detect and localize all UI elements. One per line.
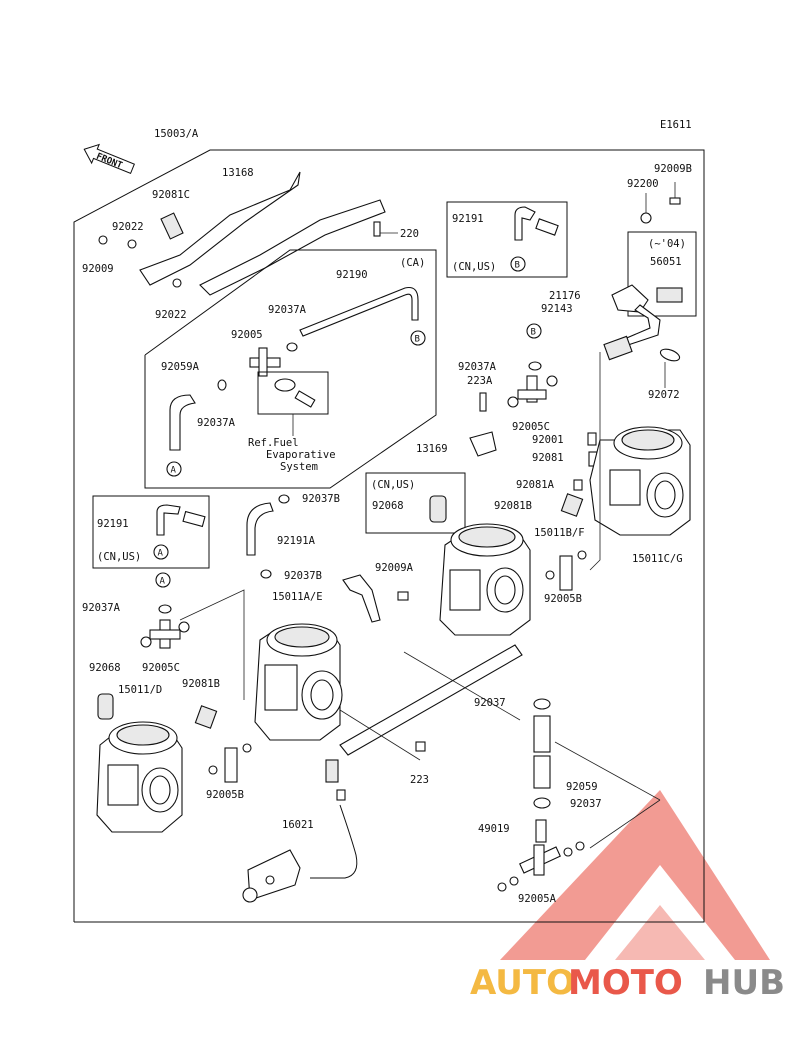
diagram-code: E1611 (660, 119, 692, 131)
box-cn-us-left (92, 495, 210, 569)
carburetor-left (96, 721, 183, 833)
box-cn-us-top (446, 201, 568, 278)
box-ca (144, 249, 437, 489)
carburetor-center (254, 623, 343, 741)
box-ca-label: (CA) (400, 257, 425, 269)
marker-b-right (526, 323, 542, 339)
label-21176: 21176 (549, 290, 581, 302)
label-92005a: 92005A (518, 893, 557, 905)
label-92037b-b: 92037B (284, 570, 322, 582)
label-92037: 92037 (474, 697, 506, 709)
label-15011bf: 15011B/F (534, 527, 585, 539)
label-92037a-ca: 92037A (268, 304, 307, 316)
box-cn-us-left-label: (CN,US) (97, 551, 141, 563)
label-92068-left: 92068 (89, 662, 121, 674)
svg-text:A: A (158, 549, 164, 559)
box-cn-us-mid (365, 472, 466, 534)
marker-b-ca (410, 330, 426, 346)
label-92191-left: 92191 (97, 518, 129, 530)
label-92009b: 92009B (654, 163, 692, 175)
svg-text:HUB: HUB (703, 963, 785, 1003)
label-92005: 92005 (231, 329, 263, 341)
label-92143: 92143 (541, 303, 573, 315)
watermark-text: AUTO MOTO HUB (470, 963, 785, 1003)
svg-text:B: B (531, 328, 536, 338)
fuel-rail-assembly (98, 171, 398, 296)
label-92081b-mid: 92081B (494, 500, 532, 512)
svg-text:A: A (171, 466, 177, 476)
box-year-label: (~'04) (648, 238, 686, 250)
svg-text:B: B (415, 335, 420, 345)
label-92072: 92072 (648, 389, 680, 401)
front-arrow: FRONT (83, 143, 135, 175)
marker-a-left (155, 572, 171, 588)
label-92037-b: 92037 (570, 798, 602, 810)
label-92081c: 92081C (152, 189, 190, 201)
ref-note-2: Evaporative (266, 449, 336, 461)
label-92009a: 92009A (375, 562, 414, 574)
carburetor-middle (439, 523, 531, 636)
marker-a-ca (166, 461, 182, 477)
label-92037a-left: 92037A (82, 602, 121, 614)
label-13168: 13168 (222, 167, 254, 179)
ref-note-1: Ref.Fuel (248, 437, 299, 449)
marker-b-top (510, 256, 526, 272)
label-92081a: 92081A (516, 479, 555, 491)
label-92005b-left: 92005B (206, 789, 244, 801)
label-92022-a: 92022 (112, 221, 144, 233)
label-92059a: 92059A (161, 361, 200, 373)
svg-text:AUTO: AUTO (470, 963, 575, 1003)
label-92005c-left: 92005C (142, 662, 180, 674)
label-92037b-a: 92037B (302, 493, 340, 505)
label-223: 223 (410, 774, 429, 786)
link-bracket (339, 644, 523, 756)
ref-note-3: System (280, 461, 318, 473)
marker-a-left-box (153, 544, 169, 560)
label-92068-mid: 92068 (372, 500, 404, 512)
label-15003a: 15003/A (154, 128, 199, 140)
label-92200: 92200 (627, 178, 659, 190)
label-92081: 92081 (532, 452, 564, 464)
label-13169: 13169 (416, 443, 448, 455)
box-year (627, 231, 697, 317)
label-92005b-right: 92005B (544, 593, 582, 605)
choke-cable (242, 759, 358, 903)
label-92009: 92009 (82, 263, 114, 275)
box-cn-us-mid-label: (CN,US) (371, 479, 415, 491)
label-92022-b: 92022 (155, 309, 187, 321)
label-92191-top: 92191 (452, 213, 484, 225)
label-92191a: 92191A (277, 535, 316, 547)
label-92001: 92001 (532, 434, 564, 446)
label-92037a-ca2: 92037A (197, 417, 236, 429)
label-92081b-left: 92081B (182, 678, 220, 690)
label-92190: 92190 (336, 269, 368, 281)
label-49019: 49019 (478, 823, 510, 835)
svg-text:MOTO: MOTO (568, 963, 683, 1003)
label-56051: 56051 (650, 256, 682, 268)
label-15011d: 15011/D (118, 684, 162, 696)
label-15011cg: 15011C/G (632, 553, 683, 565)
svg-text:B: B (515, 261, 520, 271)
svg-text:A: A (160, 577, 166, 587)
label-223a: 223A (467, 375, 493, 387)
label-16021: 16021 (282, 819, 314, 831)
box-cn-us-top-label: (CN,US) (452, 261, 496, 273)
diagram-frame (73, 149, 705, 923)
label-92005c-mid: 92005C (512, 421, 550, 433)
label-15011ae: 15011A/E (272, 591, 323, 603)
label-220: 220 (400, 228, 419, 240)
label-92059: 92059 (566, 781, 598, 793)
label-92037a-mid: 92037A (458, 361, 497, 373)
carburetor-right (589, 426, 691, 536)
watermark-logo (500, 790, 770, 960)
